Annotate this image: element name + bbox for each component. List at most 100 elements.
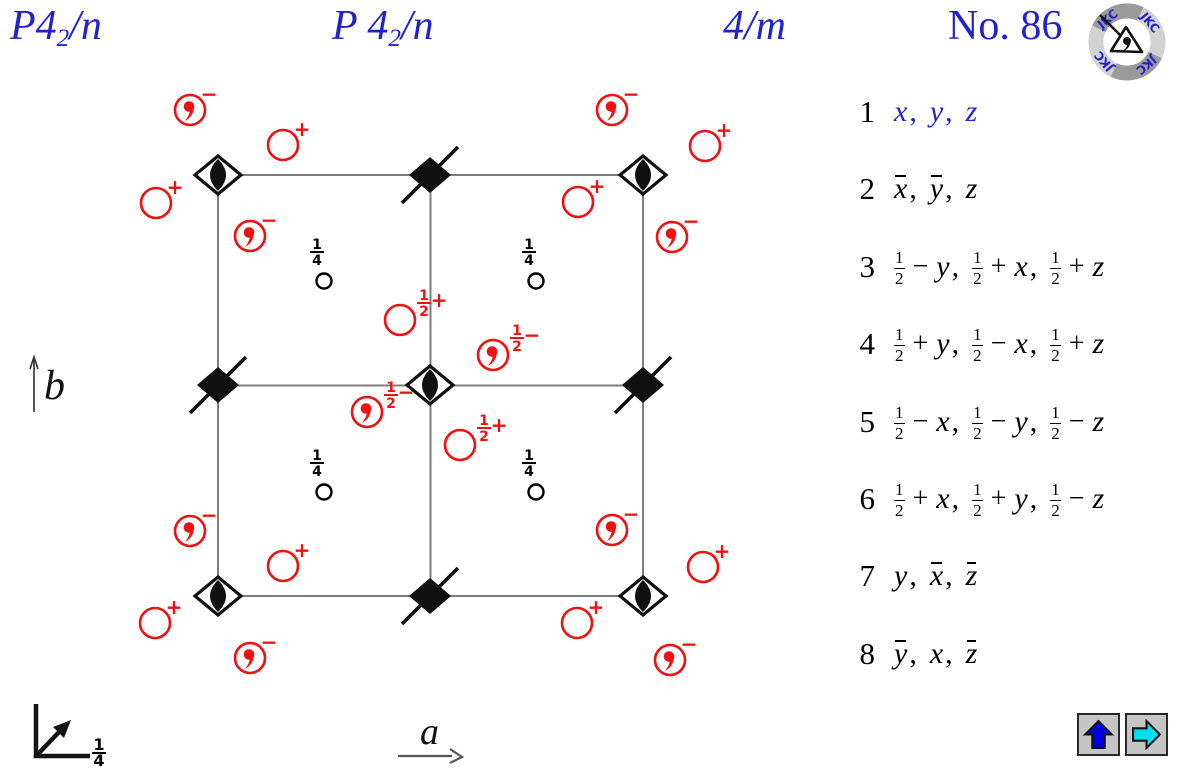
svg-text:1: 1 xyxy=(524,448,534,464)
atom-height-sign: − xyxy=(623,82,640,106)
coordinate-token: z xyxy=(965,559,978,593)
atom-height-sign: + xyxy=(294,117,311,141)
atom-enantiomorph-circle: − xyxy=(350,380,414,429)
next-button[interactable] xyxy=(1125,713,1168,756)
coordinate-token: , xyxy=(945,636,953,670)
coordinate-token: , xyxy=(909,172,917,206)
b-axis-label: b xyxy=(29,354,65,412)
atom-height-sign: − xyxy=(201,503,218,527)
fourfold-screw-axis-symbol xyxy=(613,355,673,415)
atom-enantiomorph-circle: − xyxy=(233,208,278,253)
coordinate-token: z xyxy=(1092,249,1105,283)
atom-height-sign: + xyxy=(491,413,508,437)
atom-enantiomorph-circle: − xyxy=(173,82,217,127)
atom-circle: + xyxy=(560,595,605,640)
coordinate-token: + xyxy=(990,250,1007,282)
space-group-symbol-full: P 42/n xyxy=(332,3,434,53)
atom-height-sign: − xyxy=(261,208,278,232)
position-coordinates: x,y,z xyxy=(894,95,979,129)
coordinate-token: − xyxy=(1068,483,1085,514)
space-group-number: No. 86 xyxy=(948,3,1063,49)
atom-height-sign: + xyxy=(431,288,448,312)
coordinate-token: z xyxy=(1092,404,1105,438)
svg-text:1: 1 xyxy=(419,288,429,304)
atom-enantiomorph-circle: − xyxy=(655,209,700,254)
position-coordinates: y,x,z xyxy=(894,559,979,593)
coordinate-token: z xyxy=(965,95,978,128)
position-coordinates: x,y,z xyxy=(894,172,979,206)
svg-text:2: 2 xyxy=(479,429,489,445)
four-bar-inversion-axis-symbol xyxy=(192,574,244,618)
svg-text:2: 2 xyxy=(386,396,396,412)
four-bar-inversion-axis-symbol xyxy=(192,153,244,197)
coordinate-token: , xyxy=(951,404,960,438)
inversion-center-symbol xyxy=(527,272,545,290)
coordinate-token: + xyxy=(912,328,929,360)
atom-height-sign: + xyxy=(588,595,605,619)
coordinate-token: , xyxy=(945,95,953,128)
coordinate-token: , xyxy=(909,95,917,128)
atom-height-sign: − xyxy=(623,502,640,526)
coordinate-token: , xyxy=(951,327,960,361)
position-number: 2 xyxy=(859,171,876,207)
point-group-symbol: 4/m xyxy=(723,3,786,49)
right-arrow-icon xyxy=(1132,719,1162,750)
atom-circle: + xyxy=(139,175,183,220)
coordinate-token: − xyxy=(990,405,1007,437)
atom-enantiomorph-circle: − xyxy=(173,503,218,548)
svg-text:1: 1 xyxy=(312,448,322,464)
atom-circle: + xyxy=(383,288,448,337)
atom-height-sign: + xyxy=(294,538,311,562)
svg-text:4: 4 xyxy=(312,464,322,480)
svg-text:2: 2 xyxy=(512,339,522,355)
atom-height-sign: + xyxy=(166,595,183,619)
position-coordinates: y,x,z xyxy=(894,637,979,671)
coordinate-token: + xyxy=(1068,328,1085,360)
atom-enantiomorph-circle: − xyxy=(595,502,640,547)
coordinate-token: , xyxy=(909,636,917,670)
svg-text:4: 4 xyxy=(524,253,534,269)
atom-enantiomorph-circle: − xyxy=(476,323,540,372)
svg-text:1: 1 xyxy=(524,237,534,253)
coordinate-token: x xyxy=(936,404,950,438)
svg-text:2: 2 xyxy=(419,304,429,320)
space-group-symbol-short: P42/n xyxy=(10,3,102,53)
coordinate-token: − xyxy=(912,405,929,437)
position-row: 2 x,y,z xyxy=(845,167,1180,211)
fourfold-screw-axis-symbol xyxy=(188,355,248,415)
coordinate-token: , xyxy=(1029,327,1038,361)
fraction-label: 14 xyxy=(310,237,324,269)
fraction-label: 14 xyxy=(522,448,536,480)
coordinate-token: , xyxy=(909,559,917,593)
coordinate-token: , xyxy=(1029,404,1038,438)
a-axis-label: a xyxy=(398,711,465,764)
coordinate-token: y xyxy=(936,249,950,283)
atom-height-sign: − xyxy=(683,209,700,233)
coordinate-token: , xyxy=(951,249,960,283)
position-number: 5 xyxy=(859,403,876,439)
position-number: 3 xyxy=(859,248,876,284)
coordinate-token: x xyxy=(936,482,950,515)
position-number: 6 xyxy=(859,481,876,516)
coordinate-token: y xyxy=(1014,482,1028,515)
coordinate-token: , xyxy=(1029,249,1038,283)
atom-height-sign: + xyxy=(716,118,733,142)
atom-height-sign: − xyxy=(261,630,278,654)
coordinate-token: x xyxy=(929,559,944,593)
up-button[interactable] xyxy=(1077,713,1120,756)
up-arrow-icon xyxy=(1083,719,1114,749)
coordinate-token: + xyxy=(1068,250,1085,282)
